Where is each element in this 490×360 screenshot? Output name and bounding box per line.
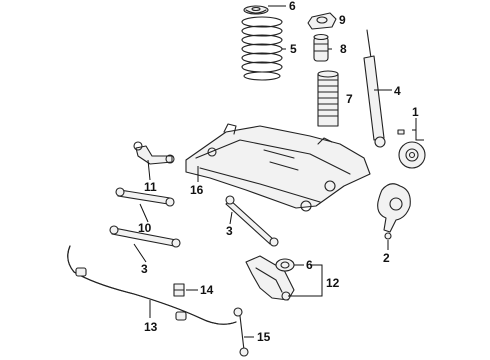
coil-spring: [241, 16, 283, 81]
callout-6-lower: 6: [306, 258, 313, 272]
toe-link-center: [225, 195, 279, 247]
callout-12: 12: [326, 276, 340, 290]
spring-upper-seat: [243, 5, 269, 15]
callout-2: 2: [383, 251, 390, 265]
crossmember-subframe: [185, 123, 371, 212]
callout-3-left: 3: [141, 262, 148, 276]
callout-13: 13: [144, 320, 158, 334]
upper-control-arm: [133, 141, 175, 165]
bump-stop: [313, 33, 329, 62]
callout-8: 8: [340, 42, 347, 56]
callout-7: 7: [346, 92, 353, 106]
callout-10: 10: [138, 221, 152, 235]
lateral-link-left: [109, 225, 181, 248]
stabilizer-bar: [67, 245, 237, 325]
callout-3-center: 3: [226, 224, 233, 238]
callout-1: 1: [412, 105, 419, 119]
callout-14: 14: [200, 283, 214, 297]
strut-mount: [307, 12, 337, 30]
steering-knuckle: [377, 183, 411, 240]
callout-4: 4: [394, 84, 401, 98]
shock-absorber: [363, 29, 386, 148]
callout-9: 9: [339, 13, 346, 27]
lower-bushing: [275, 258, 295, 272]
wheel-hub: [397, 129, 426, 169]
callout-11: 11: [144, 180, 157, 194]
callout-5: 5: [290, 42, 297, 56]
callout-6-top: 6: [289, 0, 296, 13]
stabilizer-link: [233, 307, 249, 357]
trailing-link: [115, 187, 175, 207]
callout-15: 15: [257, 330, 271, 344]
lower-control-arm: [245, 255, 295, 301]
dust-boot: [317, 70, 339, 127]
callout-16: 16: [190, 183, 204, 197]
leader-lines: [133, 5, 424, 338]
stabilizer-bushing: [173, 283, 185, 297]
